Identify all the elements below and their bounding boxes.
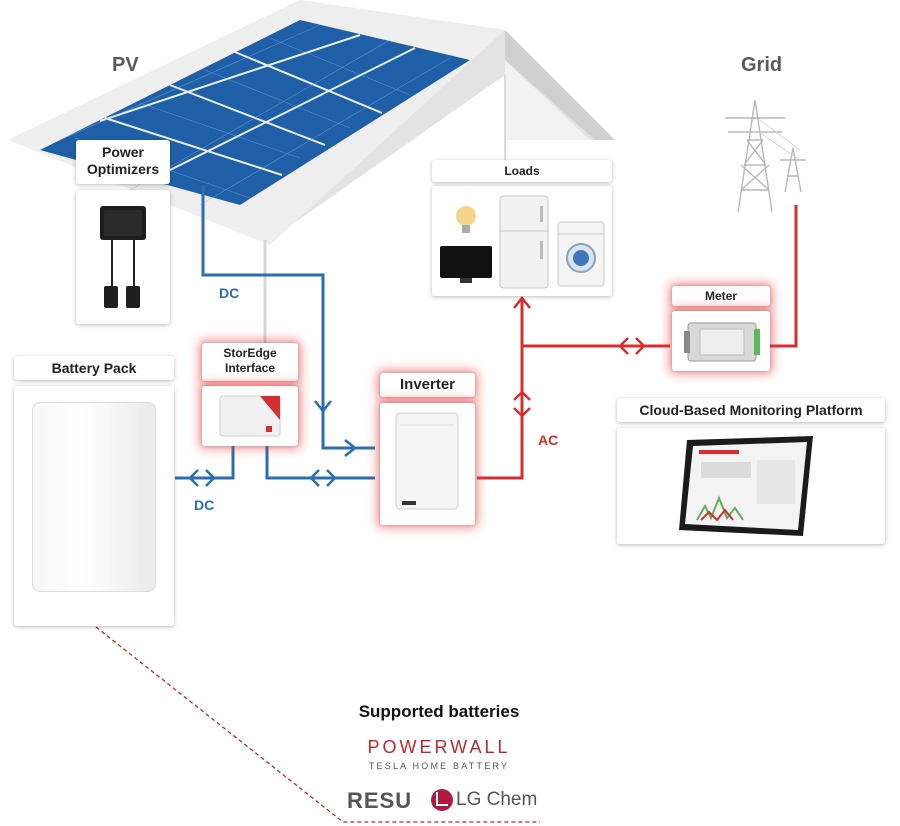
inverter-title-card: Inverter — [380, 373, 475, 397]
grid-towers — [725, 99, 806, 213]
power-optimizer-device-icon — [100, 206, 146, 308]
loads-card — [432, 186, 612, 296]
powerwall-subtitle: TESLA HOME BATTERY — [368, 761, 510, 771]
storedge-title-card: StorEdge Interface — [202, 343, 298, 381]
ac-arrows — [513, 295, 646, 418]
powerwall-logo: POWERWALL — [367, 737, 511, 757]
pv-label: PV — [112, 54, 139, 76]
dc-label-top: DC — [219, 285, 240, 301]
light-bulb-icon — [456, 206, 476, 233]
lgchem-logo: LG Chem — [456, 789, 538, 810]
battery-pack-card — [14, 386, 174, 626]
dc-label-bottom: DC — [194, 497, 215, 513]
inverter-device-icon — [395, 412, 459, 510]
power-optimizers-title: Power Optimizers — [86, 144, 160, 177]
tablet-dashboard-icon — [679, 436, 813, 536]
meter-title: Meter — [704, 289, 737, 303]
washing-machine-icon — [557, 221, 605, 287]
meter-title-card: Meter — [672, 286, 770, 306]
supported-batteries-title: Supported batteries — [358, 702, 520, 721]
battery-unit-icon — [32, 402, 156, 592]
inverter-title: Inverter — [399, 376, 456, 393]
dc-wires — [175, 185, 375, 480]
inverter-card — [380, 403, 475, 525]
lg-circle-icon — [431, 789, 453, 811]
fridge-icon — [499, 195, 549, 289]
power-optimizers-title-card: Power Optimizers — [76, 140, 170, 184]
storedge-device-icon — [219, 395, 281, 437]
storedge-card — [202, 386, 298, 446]
power-optimizers-card — [76, 190, 170, 324]
loads-title: Loads — [504, 164, 540, 178]
battery-pack-title: Battery Pack — [51, 360, 137, 376]
tv-icon — [440, 246, 492, 283]
cloud-monitoring-title-card: Cloud-Based Monitoring Platform — [617, 398, 885, 422]
grid-label: Grid — [741, 54, 783, 76]
cloud-monitoring-title: Cloud-Based Monitoring Platform — [639, 402, 863, 418]
resu-logo: RESU — [347, 788, 413, 813]
loads-title-card: Loads — [432, 160, 612, 182]
storedge-title: StorEdge Interface — [223, 346, 277, 375]
meter-device-icon — [684, 322, 760, 362]
dc-arrows — [188, 400, 358, 487]
ac-label: AC — [538, 432, 559, 448]
meter-card — [672, 311, 770, 371]
cloud-monitoring-card — [617, 428, 885, 544]
loads-appliances-icon — [440, 195, 605, 289]
battery-pack-title-card: Battery Pack — [14, 356, 174, 380]
